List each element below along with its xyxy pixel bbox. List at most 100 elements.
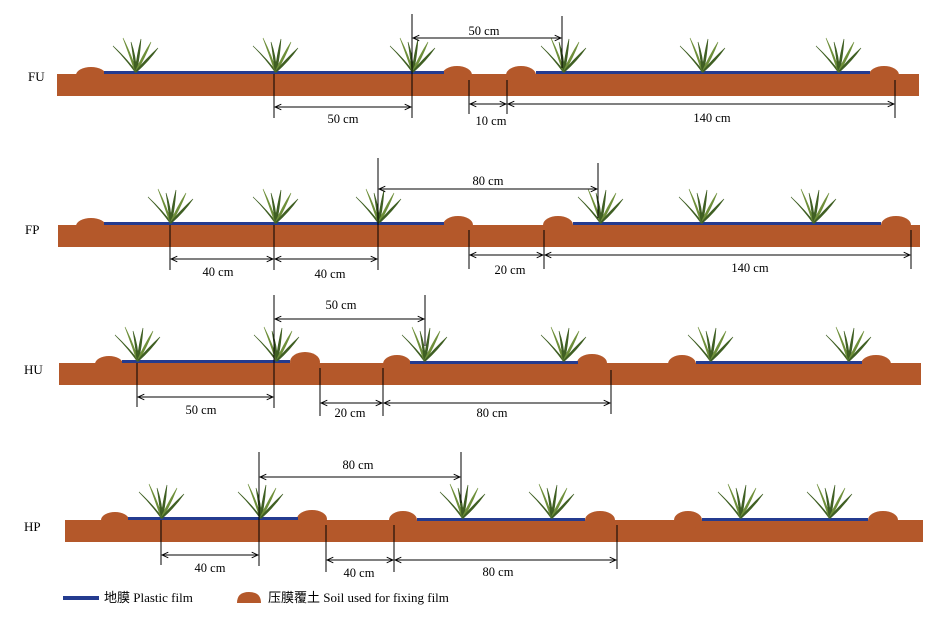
plastic-film — [410, 361, 578, 364]
soil-mound — [506, 66, 536, 84]
plant — [147, 188, 194, 224]
plastic-film — [417, 518, 585, 521]
soil-mound — [290, 352, 320, 372]
plant-leaf — [806, 491, 832, 519]
plant — [528, 483, 575, 519]
plant-leaf — [687, 334, 713, 362]
plant-leaf — [790, 196, 816, 224]
plant-leaf — [577, 196, 603, 224]
plant-leaf — [355, 196, 381, 224]
soil-mound — [101, 512, 129, 528]
row-hp: HP 80 cm 40 cm 40 cm 80 — [24, 452, 923, 580]
plant-leaf — [377, 198, 402, 224]
plant — [540, 326, 587, 362]
plant — [439, 483, 486, 519]
plant — [678, 188, 725, 224]
plastic-film — [104, 222, 444, 225]
plastic-film — [104, 71, 444, 74]
plant-leaf — [252, 45, 278, 73]
plant — [806, 483, 853, 519]
soil-bed — [58, 225, 920, 247]
plant-leaf — [678, 196, 704, 224]
soil-mound — [869, 66, 899, 84]
plant-leaf — [562, 47, 587, 73]
plant — [237, 483, 284, 519]
legend-soil-label: 压膜覆土 Soil used for fixing film — [268, 590, 449, 605]
plant-leaf — [237, 491, 263, 519]
row-fp: FP 80 cm 40 cm 40 cm 20 c — [25, 158, 920, 281]
plant-leaf — [252, 196, 278, 224]
plant — [138, 483, 185, 519]
plant — [540, 37, 587, 73]
dimension-lines — [273, 14, 896, 118]
dimension-lines — [169, 158, 912, 270]
plastic-film — [696, 361, 862, 364]
soil-mound — [861, 355, 891, 373]
dimension-label: 80 cm — [473, 174, 504, 188]
plastic-film-swatch — [63, 596, 99, 600]
dimension-label: 50 cm — [186, 403, 217, 417]
plant-leaf — [259, 493, 284, 519]
plant-leaf — [847, 336, 872, 362]
soil-mound — [668, 355, 696, 373]
plant-leaf — [274, 198, 299, 224]
soil-mound — [868, 511, 898, 529]
soil-swatch — [237, 592, 261, 603]
plant — [252, 37, 299, 73]
plant — [717, 483, 764, 519]
row-fu: FU 50 cm 50 cm 10 cm 140 cm — [28, 14, 919, 128]
plant-leaf — [461, 493, 486, 519]
dimension-label: 40 cm — [344, 566, 375, 580]
plant-leaf — [599, 198, 624, 224]
plant-leaf — [274, 47, 299, 73]
dimension-label: 80 cm — [477, 406, 508, 420]
soil-mound — [585, 511, 615, 529]
dimension-label: 40 cm — [195, 561, 226, 575]
plant-leaf — [160, 493, 185, 519]
soil-mound — [76, 218, 106, 234]
plastic-film — [536, 71, 870, 74]
soil-mound — [443, 216, 473, 234]
row-label: FU — [28, 69, 45, 84]
dimension-label: 50 cm — [326, 298, 357, 312]
dimension-label: 50 cm — [469, 24, 500, 38]
plant-leaf — [562, 336, 587, 362]
plant-leaf — [136, 336, 161, 362]
soil-mound — [383, 355, 411, 373]
plant-leaf — [550, 493, 575, 519]
soil-mound — [577, 354, 607, 372]
plant — [252, 188, 299, 224]
dimension-lines — [160, 452, 618, 572]
plant — [253, 326, 300, 362]
row-label: HU — [24, 362, 43, 377]
plant — [577, 188, 624, 224]
soil-mound — [95, 356, 123, 372]
soil-mound — [881, 216, 911, 234]
dimension-lines — [136, 295, 612, 416]
plant-leaf — [815, 45, 841, 73]
plant-leaf — [739, 493, 764, 519]
plant-leaf — [540, 45, 566, 73]
plant-leaf — [138, 491, 164, 519]
plant-leaf — [701, 47, 726, 73]
plant-leaf — [837, 47, 862, 73]
plant-leaf — [717, 491, 743, 519]
soil-mound — [389, 511, 417, 529]
plant — [687, 326, 734, 362]
soil-mound — [543, 216, 573, 234]
dimension-label: 10 cm — [476, 114, 507, 128]
dimension-label: 40 cm — [315, 267, 346, 281]
dimension-label: 80 cm — [483, 565, 514, 579]
soil-mound — [297, 510, 327, 528]
row-label: FP — [25, 222, 39, 237]
plant-leaf — [423, 336, 448, 362]
plant-leaf — [401, 334, 427, 362]
plant-leaf — [679, 45, 705, 73]
plastic-film — [122, 360, 290, 363]
plastic-film — [573, 222, 881, 225]
soil-bed — [57, 74, 919, 96]
row-hu: HU 50 cm 50 cm 20 cm 80 — [24, 295, 921, 420]
plant-leaf — [828, 493, 853, 519]
